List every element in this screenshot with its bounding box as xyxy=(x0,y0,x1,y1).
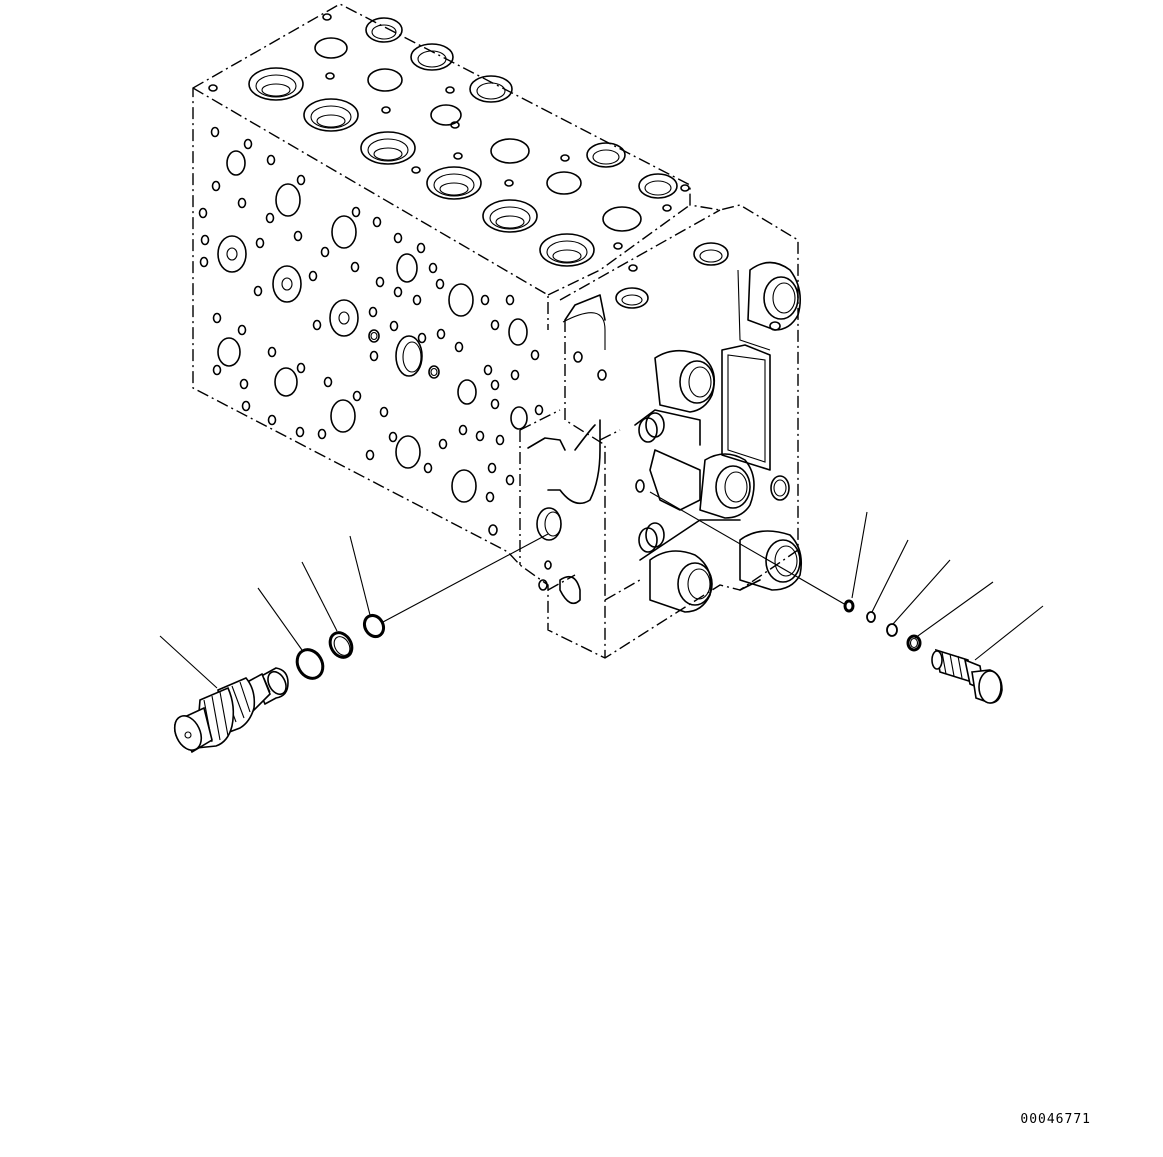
o-ring-large-2 xyxy=(362,613,386,639)
side-section-features xyxy=(527,261,803,613)
o-ring-small-4 xyxy=(906,634,922,652)
top-ports xyxy=(208,13,729,309)
front-ports xyxy=(198,126,544,536)
seals xyxy=(295,599,922,680)
o-ring-large-1 xyxy=(295,648,325,680)
relief-valve xyxy=(173,667,289,754)
o-ring-small-2 xyxy=(866,611,876,623)
o-ring-small-3 xyxy=(886,623,898,637)
leader-lines xyxy=(159,491,1044,689)
plug xyxy=(931,648,1003,704)
valve-body xyxy=(192,3,803,659)
drawing-reference-number: 00046771 xyxy=(1020,1112,1091,1127)
backup-ring-large xyxy=(328,631,354,659)
o-ring-small-1 xyxy=(843,599,855,613)
